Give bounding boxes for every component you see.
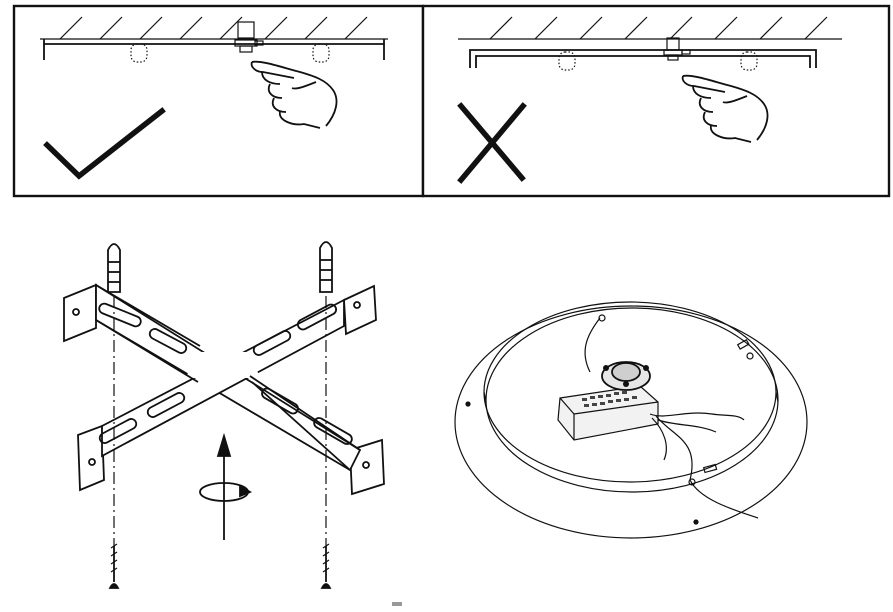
ceiling-lamp-icon (454, 301, 808, 539)
panel-correct (12, 4, 425, 198)
connector-icon (601, 361, 651, 391)
screw-icon (108, 543, 332, 589)
center-screw-icon (663, 37, 691, 61)
edge-mark (392, 602, 402, 606)
led-driver-icon (557, 385, 659, 441)
bracket-assembly (63, 241, 385, 589)
bracket-slot (98, 302, 353, 445)
center-screw-icon (234, 21, 264, 53)
alignment-guide (113, 296, 327, 548)
fixture-assembly (454, 301, 808, 539)
panel-incorrect (421, 4, 891, 198)
check-icon (43, 107, 166, 180)
wall-plug-icon (107, 241, 333, 293)
hand-icon (250, 60, 338, 129)
ring-clip (702, 338, 750, 474)
wire-icon (584, 317, 759, 519)
ceiling-hatch (40, 16, 388, 40)
screw-hole (465, 314, 754, 525)
mounting-plate-flush (43, 39, 385, 60)
rotate-arrow-icon (199, 432, 253, 540)
ceiling-hatch (458, 16, 842, 40)
mounting-plate-gap (469, 49, 817, 68)
hand-icon (681, 74, 769, 143)
cross-icon (457, 102, 527, 184)
